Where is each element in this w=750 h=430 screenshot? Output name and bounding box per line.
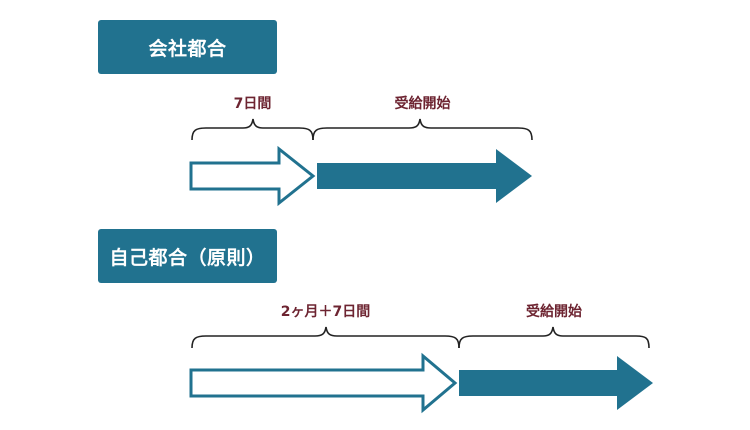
waiting-period-brace xyxy=(191,326,460,349)
case-label-company-reason: 会社都合 xyxy=(98,20,277,74)
waiting-period-arrow xyxy=(189,145,316,207)
waiting-period-arrow xyxy=(189,352,458,414)
waiting-period-brace xyxy=(191,118,314,141)
benefit-period-arrow xyxy=(459,356,653,410)
benefit-start-label: 受給開始 xyxy=(526,304,582,320)
waiting-period-label: 7日間 xyxy=(233,96,272,112)
case-label-self-reason: 自己都合（原則） xyxy=(98,229,277,283)
benefit-period-arrow xyxy=(317,149,532,203)
waiting-period-label: 2ヶ月＋7日間 xyxy=(280,304,371,320)
benefit-period-brace xyxy=(312,118,533,141)
benefit-period-brace xyxy=(458,326,650,349)
benefit-start-label: 受給開始 xyxy=(394,96,451,112)
